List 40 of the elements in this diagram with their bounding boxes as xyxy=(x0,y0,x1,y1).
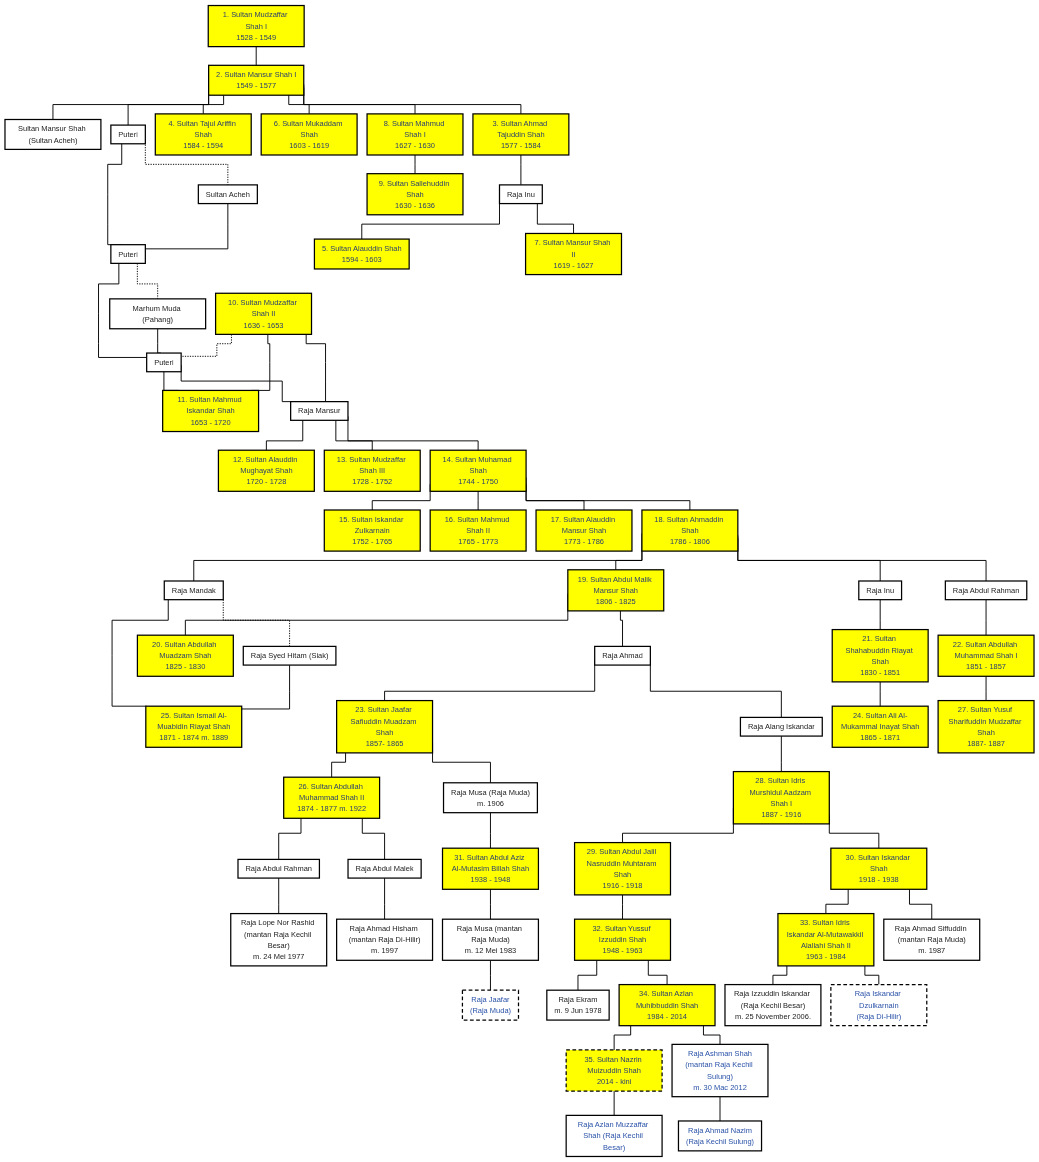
connector xyxy=(619,610,623,647)
connector xyxy=(719,1096,721,1122)
connector xyxy=(111,599,169,707)
connector xyxy=(241,664,291,710)
connector xyxy=(577,959,598,991)
connector xyxy=(613,1090,615,1116)
connector xyxy=(703,1025,721,1045)
connector xyxy=(879,599,881,631)
connector xyxy=(305,333,326,403)
connector xyxy=(361,817,386,860)
connector xyxy=(772,965,788,986)
connector xyxy=(864,965,880,986)
connector xyxy=(477,490,479,511)
connector xyxy=(136,262,159,300)
connector xyxy=(202,94,225,115)
connector xyxy=(107,143,123,246)
connector xyxy=(647,959,668,986)
connector xyxy=(780,735,782,773)
connector xyxy=(384,877,386,920)
connector xyxy=(520,154,522,186)
connector xyxy=(255,46,257,66)
connector xyxy=(622,894,623,920)
connector xyxy=(414,154,416,175)
connector xyxy=(490,959,491,991)
connector xyxy=(222,599,291,647)
connector xyxy=(278,877,280,915)
connector xyxy=(613,1025,632,1051)
connector xyxy=(985,675,987,702)
connector xyxy=(825,888,849,915)
connector xyxy=(265,419,304,451)
connector xyxy=(490,888,491,920)
connector xyxy=(335,419,373,451)
connector xyxy=(490,812,491,849)
connector xyxy=(288,94,310,115)
connector xyxy=(909,888,933,920)
connector xyxy=(879,681,881,707)
connector xyxy=(331,752,347,778)
connector xyxy=(985,599,987,636)
connector xyxy=(278,817,302,860)
connector xyxy=(536,203,574,234)
